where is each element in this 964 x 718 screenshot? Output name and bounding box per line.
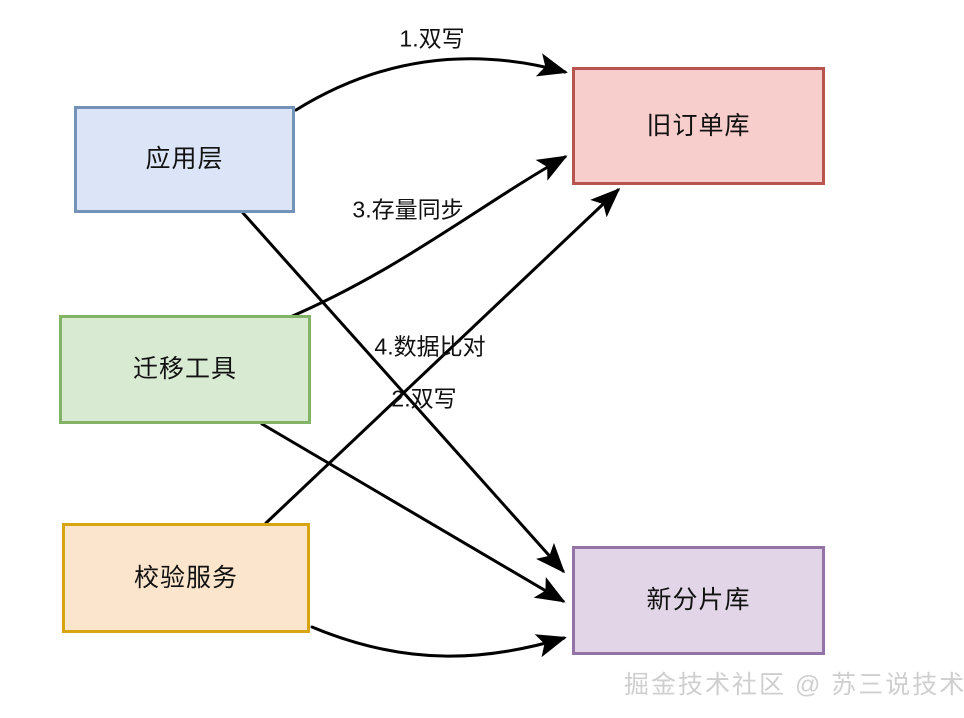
edge-label-edge-3: 3.存量同步 [352,196,464,223]
node-label-new-shard-db: 新分片库 [646,586,751,614]
node-label-verify-service: 校验服务 [133,563,238,592]
edge-paths [241,53,621,658]
node-migration-tool[interactable]: 迁移工具 [59,315,311,424]
node-label-old-order-db: 旧订单库 [646,111,751,140]
edge-verify-service-to-old-order-db [264,187,621,525]
edge-migration-tool-to-old-order-db [286,155,568,320]
node-app-layer[interactable]: 应用层 [74,106,295,213]
edge-label-edge-2: 2.双写 [391,385,457,412]
node-verify-service[interactable]: 校验服务 [62,523,310,633]
node-new-shard-db[interactable]: 新分片库 [572,546,825,655]
edge-label-edge-4: 4.数据比对 [374,333,486,360]
node-label-migration-tool: 迁移工具 [132,355,237,383]
node-old-order-db[interactable]: 旧订单库 [572,67,825,185]
edge-verify-service-to-new-shard-db [310,625,567,658]
edge-app-layer-to-old-order-db [294,53,568,112]
node-label-app-layer: 应用层 [145,145,224,173]
watermark: 掘金技术社区 @ 苏三说技术 [624,671,964,699]
edge-migration-tool-to-new-shard-db [260,422,566,603]
edge-label-edge-1: 1.双写 [399,25,465,52]
